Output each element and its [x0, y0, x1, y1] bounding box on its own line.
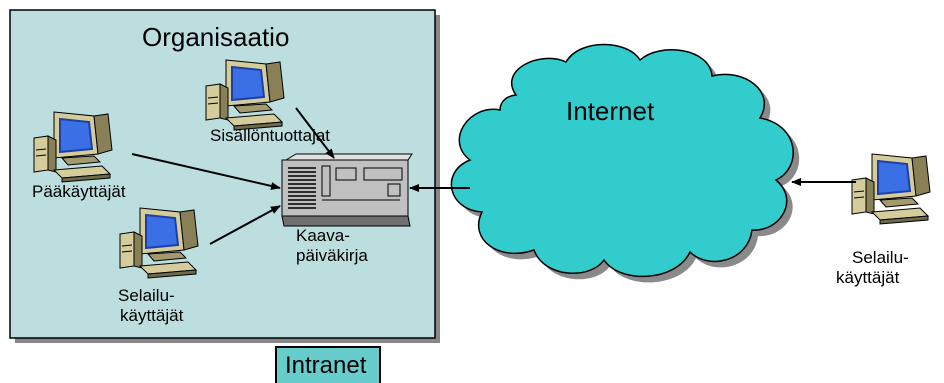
admins-label: Pääkäyttäjät	[32, 182, 126, 201]
organization-title: Organisaatio	[142, 22, 290, 52]
arrow-internal-browsers-to-server	[209, 205, 281, 245]
content-producers-label: Sisällöntuottajat	[210, 126, 331, 145]
external-browsers-label-line1: Selailu-	[852, 248, 909, 267]
internet-cloud	[450, 43, 794, 278]
server-icon	[281, 153, 413, 227]
external-browsers-label-line2: käyttäjät	[836, 268, 900, 287]
server-label-line2: päiväkirja	[296, 246, 368, 265]
external-browser-computer-icon	[851, 153, 931, 225]
server-label-line1: Kaava-	[296, 226, 350, 245]
intranet-label: Intranet	[285, 352, 367, 379]
arrow-admins-to-server	[131, 153, 281, 190]
arrow-content-producers-to-server	[295, 107, 335, 159]
internet-label: Internet	[566, 96, 655, 126]
internal-browsers-label-line2: käyttäjät	[120, 306, 184, 325]
internal-browsers-label-line1: Selailu-	[118, 286, 175, 305]
intranet-box	[275, 346, 381, 383]
